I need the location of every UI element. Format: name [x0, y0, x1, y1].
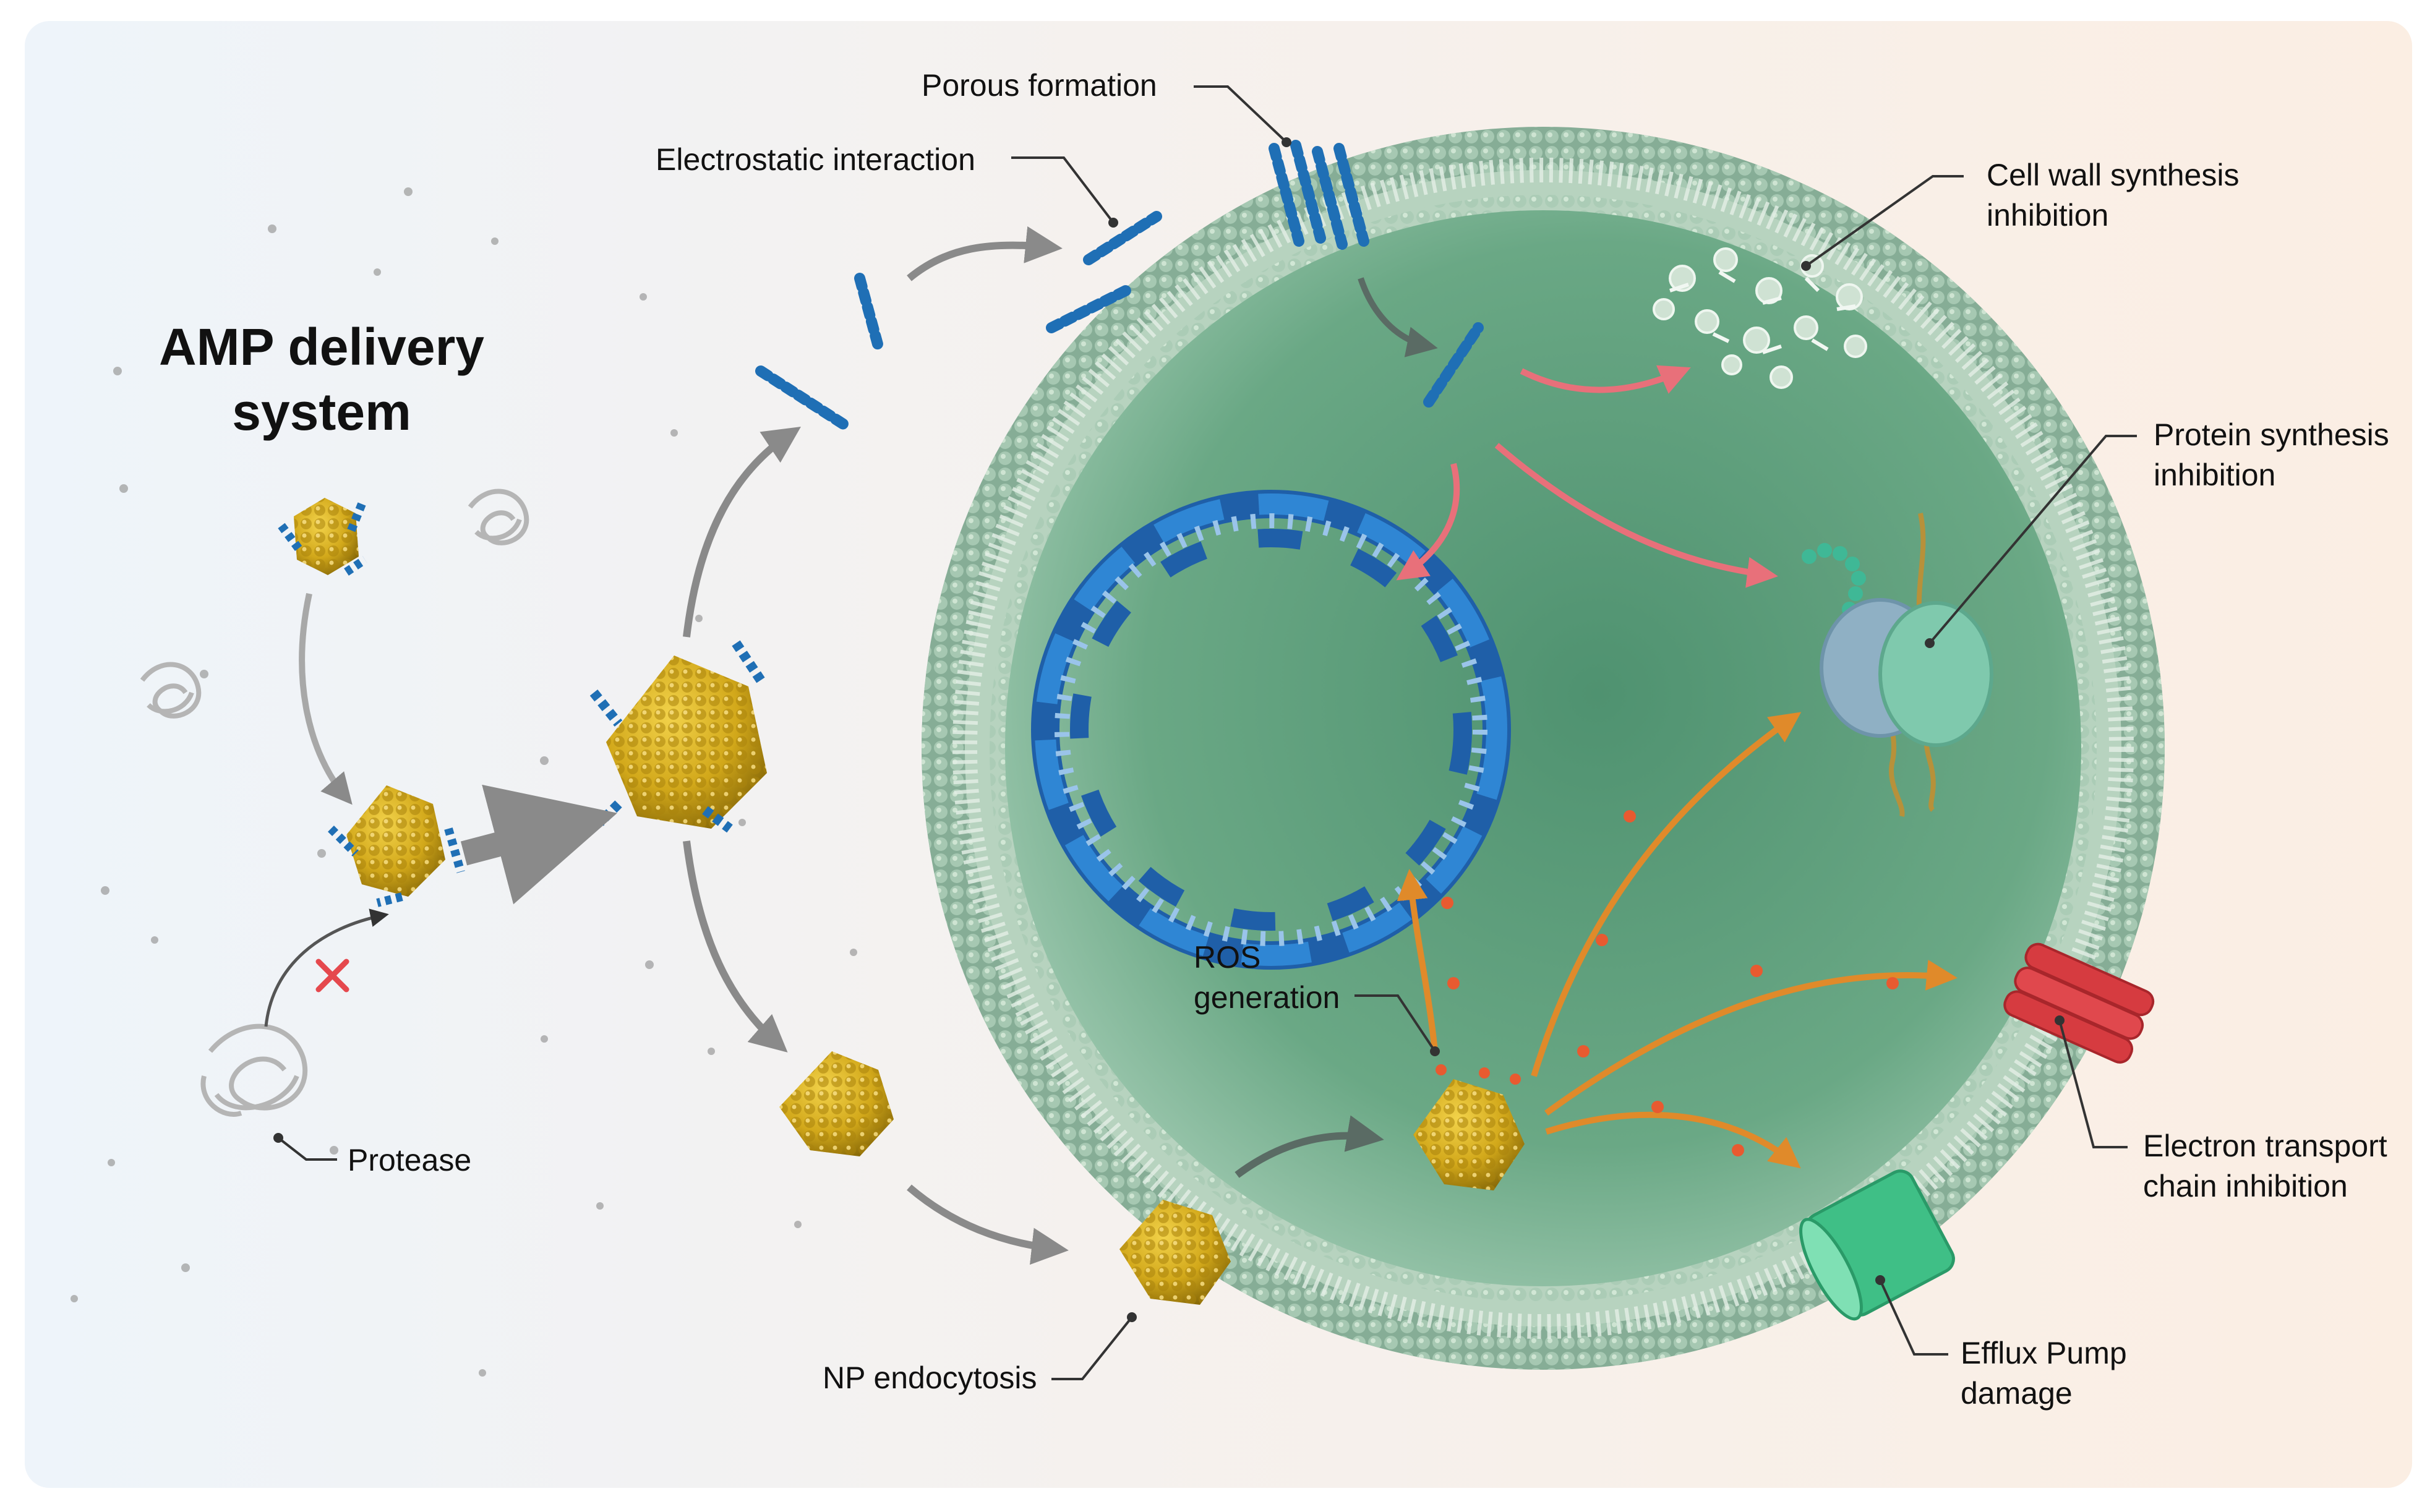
flow-arrows	[264, 226, 1438, 1265]
label-efflux-pump-line-1: Efflux Pump	[1961, 1336, 2127, 1370]
arrow-protease-blocked	[264, 908, 389, 1027]
arrow-ros-to-efflux	[1545, 1111, 1801, 1169]
ribosome-icon	[1802, 513, 1993, 817]
label-electron-transport-line-1: Electron transport	[2143, 1129, 2387, 1163]
block-x-icon	[315, 959, 349, 993]
title-line-2: system	[232, 383, 411, 441]
label-cell-wall-line-1: Cell wall synthesis	[1987, 158, 2239, 192]
leader-protease	[277, 1137, 337, 1161]
arrow-to-bare-np	[683, 840, 788, 1053]
arrow-peptide-inside	[1358, 277, 1438, 357]
label-np-endocytosis: NP endocytosis	[823, 1360, 1037, 1395]
arrow-ros-to-dna	[1397, 869, 1438, 1052]
label-porous-formation: Porous formation	[922, 68, 1157, 103]
arrow-to-membrane	[907, 226, 1063, 281]
arrow-into-cell	[1235, 1115, 1384, 1178]
label-electrostatic-interaction: Electrostatic interaction	[656, 142, 975, 177]
label-protein-synthesis-line-1: Protein synthesis	[2154, 417, 2389, 452]
cell-interior	[1005, 210, 2081, 1286]
leader-efflux	[1879, 1279, 1948, 1356]
arrow-to-big-np	[460, 784, 618, 905]
cell-wall-fragments-icon	[1653, 247, 1867, 389]
arrow-to-dna	[1396, 463, 1460, 581]
leader-endocytosis	[1051, 1316, 1133, 1380]
arrow-to-cell-wall	[1520, 365, 1691, 394]
electron-transport-channel-icon	[2003, 942, 2155, 1064]
ros-arrows	[1397, 712, 1958, 1169]
label-efflux-pump-line-2: damage	[1961, 1376, 2073, 1411]
arrow-np-to-np	[299, 592, 353, 805]
leader-cell-wall	[1805, 175, 1964, 267]
inhibition-arrows	[1396, 365, 1778, 588]
ros-dot-icon	[1436, 810, 1899, 1156]
protease-icon	[140, 489, 529, 1117]
arrow-ros-to-etc	[1544, 959, 1958, 1116]
scattered-dots	[71, 187, 857, 1377]
bacterial-cell	[922, 127, 2165, 1370]
leader-protein	[1928, 435, 2137, 644]
arrow-to-endocytosis	[907, 1184, 1069, 1265]
efflux-pump-icon	[1799, 1169, 1955, 1321]
title-line-1: AMP delivery	[159, 318, 484, 376]
arrow-release-peptides	[683, 427, 801, 638]
leader-electrostatic	[1011, 156, 1115, 224]
label-electron-transport-line-2: chain inhibition	[2143, 1169, 2348, 1203]
label-cell-wall-line-2: inhibition	[1987, 198, 2108, 233]
label-ros-line-1: ROS	[1194, 940, 1260, 975]
dna-ring-icon	[1031, 490, 1511, 970]
leader-etc	[2058, 1020, 2128, 1148]
leader-ros	[1354, 994, 1436, 1053]
label-protease: Protease	[348, 1143, 471, 1177]
label-protein-synthesis-line-2: inhibition	[2154, 458, 2275, 492]
arrow-ros-to-ribosome	[1531, 712, 1802, 1077]
leader-porous	[1194, 85, 1288, 143]
leader-lines	[277, 85, 2137, 1380]
peptide-helix-icon	[755, 140, 1484, 432]
label-ros-line-2: generation	[1194, 980, 1340, 1015]
nanoparticle-icon	[278, 498, 1525, 1305]
leader-dots	[273, 137, 2065, 1322]
arrow-to-ribosome	[1494, 443, 1778, 588]
